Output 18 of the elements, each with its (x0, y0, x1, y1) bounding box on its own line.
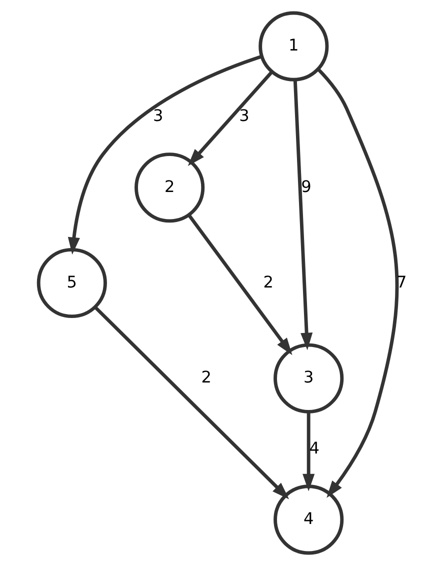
node-circle: 4 (274, 484, 344, 555)
arrow (317, 68, 399, 498)
node-circle: 3 (274, 343, 344, 414)
edge-label: 2 (263, 272, 274, 292)
arrow (302, 412, 315, 492)
node-circle: 2 (134, 152, 205, 223)
edge-label: 4 (309, 438, 320, 458)
arrow (94, 306, 290, 500)
arrow (188, 70, 274, 166)
edge-label: 3 (152, 106, 164, 126)
node-circle: 1 (258, 11, 329, 82)
arrow (188, 214, 292, 356)
edge-label: 2 (201, 368, 212, 387)
arrow (293, 80, 313, 350)
arrow (68, 54, 262, 255)
edge-label: 3 (239, 106, 250, 126)
node-circle: 5 (36, 248, 107, 318)
edge-label: 9 (301, 176, 312, 196)
